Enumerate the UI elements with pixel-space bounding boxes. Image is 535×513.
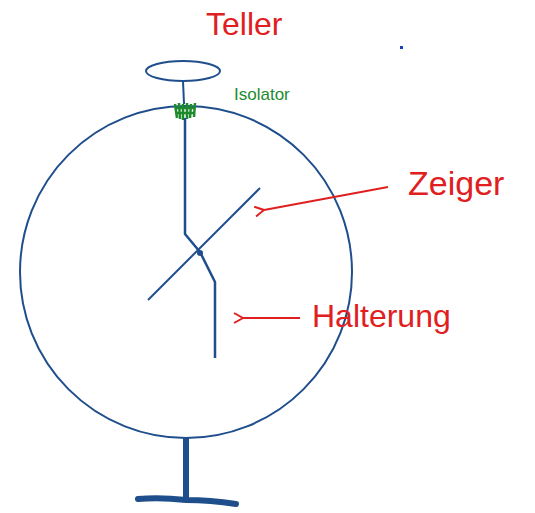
part-label: Halterung bbox=[312, 300, 451, 332]
insulator bbox=[175, 103, 195, 120]
leader-arrow bbox=[243, 317, 300, 319]
plate bbox=[146, 61, 220, 81]
part-label: Teller bbox=[206, 8, 282, 40]
stand bbox=[183, 438, 189, 501]
stand-foot bbox=[138, 498, 236, 504]
part-label: Zeiger bbox=[408, 166, 504, 200]
dot bbox=[400, 46, 403, 49]
part-label: Isolator bbox=[234, 86, 290, 103]
pivot bbox=[197, 250, 203, 256]
housing-circle bbox=[20, 106, 352, 438]
leader-arrow bbox=[264, 187, 388, 210]
plate-stem bbox=[183, 81, 184, 104]
pointer bbox=[148, 188, 260, 300]
